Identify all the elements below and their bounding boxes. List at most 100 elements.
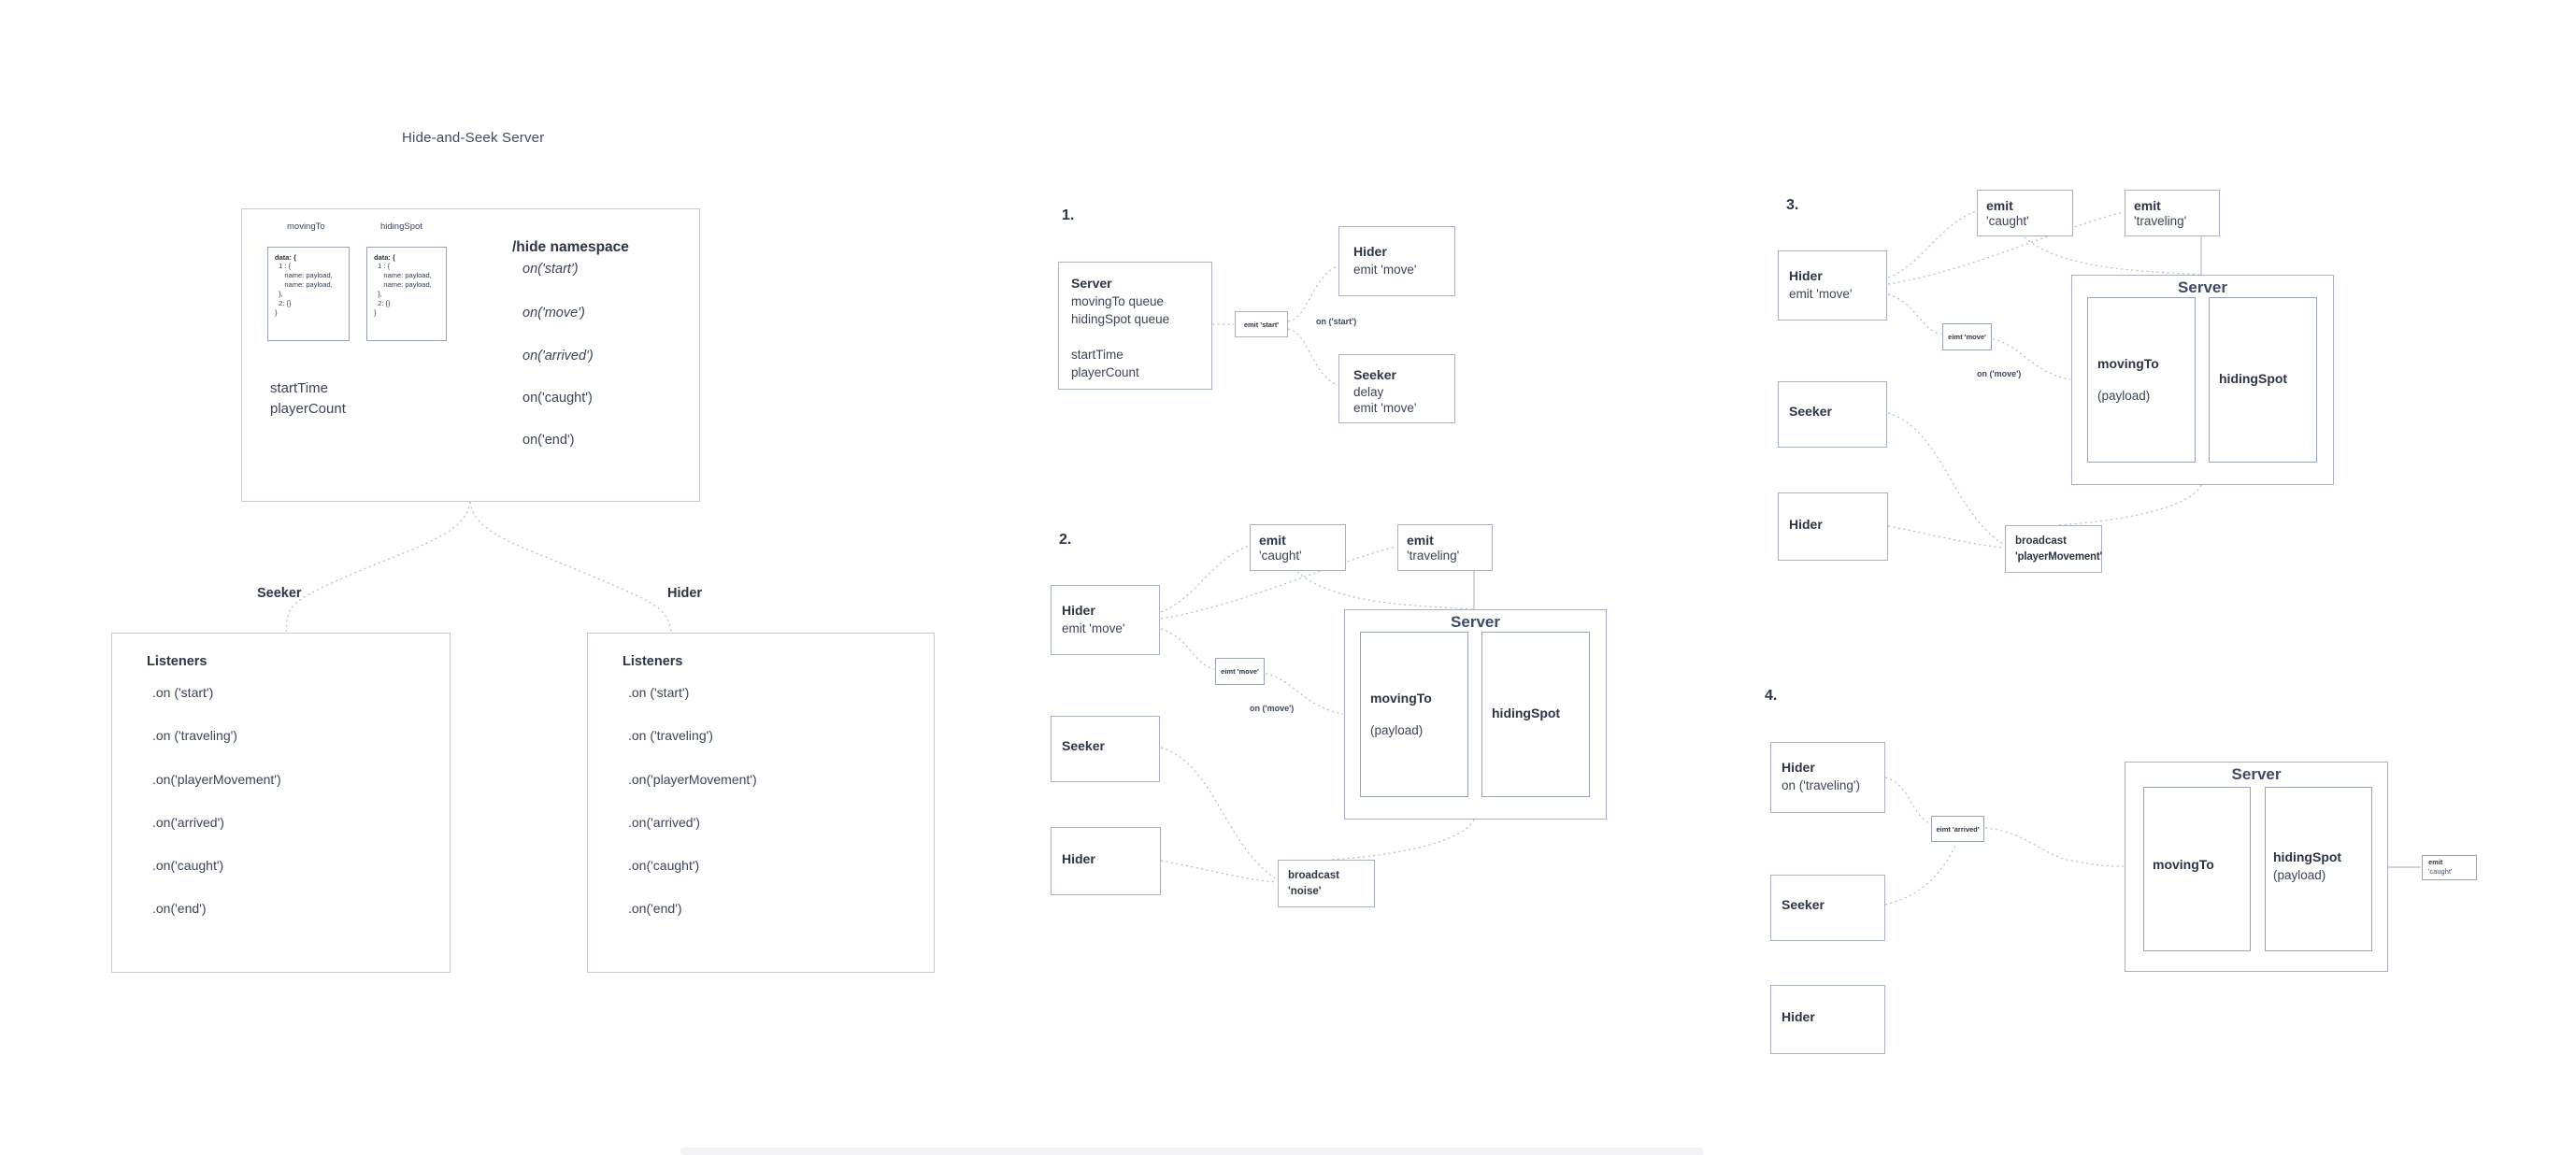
s4-movingto-label: movingTo bbox=[2153, 857, 2214, 872]
s2-hider2-title: Hider bbox=[1062, 851, 1095, 866]
namespace-item-move: on('move') bbox=[522, 306, 585, 321]
seeker-listener-caught: .on('caught') bbox=[152, 858, 224, 873]
s2-hidingspot-label: hidingSpot bbox=[1492, 706, 1561, 720]
s1-seeker-line-2: emit 'move' bbox=[1353, 401, 1417, 415]
s1-on-start-label: on ('start') bbox=[1316, 317, 1357, 326]
s3-hider-title: Hider bbox=[1789, 268, 1823, 283]
connector-s3-hider2-broadcast bbox=[1887, 525, 2005, 549]
s4-hidingspot-column: hidingSpot (payload) bbox=[2265, 787, 2372, 951]
seeker-role-label: Seeker bbox=[257, 586, 302, 601]
hider-listener-start: .on ('start') bbox=[628, 685, 690, 700]
s3-hider-line: emit 'move' bbox=[1789, 287, 1853, 301]
hidingspot-data-head: data: { bbox=[374, 253, 395, 262]
s2-server-title: Server bbox=[1451, 613, 1500, 631]
s3-hidingspot-label: hidingSpot bbox=[2219, 371, 2288, 386]
s3-seeker-node: Seeker bbox=[1778, 381, 1887, 448]
s4-emit-caught-box: emit 'caught' bbox=[2422, 855, 2477, 880]
s3-payload-label: (payload) bbox=[2097, 389, 2151, 403]
s1-hider-title: Hider bbox=[1353, 244, 1387, 259]
s4-hider2-node: Hider bbox=[1770, 985, 1885, 1054]
seeker-listener-start: .on ('start') bbox=[152, 685, 214, 700]
s2-seeker-node: Seeker bbox=[1051, 716, 1160, 782]
s4-payload-label: (payload) bbox=[2273, 868, 2326, 882]
connector-s4-emitarrived-server bbox=[1984, 827, 2125, 867]
s1-hider-node: Hider emit 'move' bbox=[1338, 226, 1455, 296]
seeker-listener-arrived: .on('arrived') bbox=[152, 815, 224, 830]
s3-emit-caught-head: emit bbox=[1986, 198, 2013, 213]
s3-broadcast-playermovement-box: broadcast 'playerMovement' bbox=[2005, 525, 2102, 573]
s2-emit-traveling-head: emit bbox=[1407, 533, 1434, 548]
connector-s4-seeker-emitarrived bbox=[1884, 842, 1957, 905]
connector-s3-server-broadcast bbox=[2055, 484, 2202, 526]
seeker-listener-end: .on('end') bbox=[152, 901, 207, 916]
s2-broadcast-noise-box: broadcast 'noise' bbox=[1278, 860, 1375, 907]
s2-emit-traveling-val: 'traveling' bbox=[1407, 549, 1460, 563]
connector-s3-hider-caught bbox=[1887, 210, 1977, 278]
playercount-field: playerCount bbox=[270, 401, 346, 417]
s4-seeker-node: Seeker bbox=[1770, 875, 1885, 941]
connector-s2-hider2-broadcast bbox=[1160, 860, 1278, 883]
s3-broadcast-val: 'playerMovement' bbox=[2015, 551, 2103, 563]
hider-listener-end: .on('end') bbox=[628, 901, 682, 916]
s4-movingto-column: movingTo bbox=[2143, 787, 2251, 951]
s2-seeker-title: Seeker bbox=[1062, 738, 1105, 753]
s2-hider2-node: Hider bbox=[1051, 827, 1161, 895]
s3-server-node: Server movingTo (payload) hidingSpot bbox=[2071, 275, 2334, 485]
s1-hider-line: emit 'move' bbox=[1353, 263, 1417, 277]
s3-emit-traveling-val: 'traveling' bbox=[2134, 214, 2187, 228]
s3-movingto-label: movingTo bbox=[2097, 356, 2159, 371]
hider-listener-traveling: .on ('traveling') bbox=[628, 728, 713, 743]
s1-seeker-line-1: delay bbox=[1353, 385, 1384, 399]
s2-hider-line: emit 'move' bbox=[1062, 621, 1125, 635]
s4-seeker-title: Seeker bbox=[1782, 897, 1825, 912]
s2-emit-traveling-box: emit 'traveling' bbox=[1397, 524, 1493, 571]
movingto-data-body: 1 : { name: payload, name: payload, }, 2… bbox=[275, 262, 333, 317]
section-2-number: 2. bbox=[1059, 532, 1072, 548]
s2-hider-node: Hider emit 'move' bbox=[1051, 585, 1160, 655]
movingto-data-box: data: { 1 : { name: payload, name: paylo… bbox=[267, 247, 350, 341]
s3-emit-traveling-box: emit 'traveling' bbox=[2125, 190, 2220, 236]
seeker-listener-traveling: .on ('traveling') bbox=[152, 728, 237, 743]
s4-emit-caught-head: emit bbox=[2428, 858, 2443, 866]
hidingspot-data-box: data: { 1 : { name: payload, name: paylo… bbox=[366, 247, 447, 341]
connector-s2-server-broadcast bbox=[1328, 819, 1475, 861]
seeker-listeners-box: Listeners .on ('start') .on ('traveling'… bbox=[111, 633, 451, 973]
section-1-number: 1. bbox=[1062, 207, 1075, 223]
s2-movingto-column: movingTo (payload) bbox=[1360, 632, 1468, 797]
s4-server-title: Server bbox=[2231, 765, 2282, 783]
connector-s3-hider-emitmove bbox=[1887, 293, 1942, 335]
s3-broadcast-head: broadcast bbox=[2015, 535, 2067, 547]
hidingspot-queue-label: hidingSpot bbox=[380, 221, 422, 232]
s3-seeker-title: Seeker bbox=[1789, 404, 1832, 419]
s3-hider2-title: Hider bbox=[1789, 517, 1823, 532]
diagram-title: Hide-and-Seek Server bbox=[402, 130, 545, 146]
s2-payload-label: (payload) bbox=[1370, 723, 1424, 737]
hider-role-label: Hider bbox=[667, 586, 703, 601]
seeker-listeners-heading: Listeners bbox=[147, 654, 208, 669]
connector-s2-hider-caught bbox=[1160, 545, 1250, 613]
hider-listeners-heading: Listeners bbox=[623, 654, 683, 669]
connector-s2-hider-emitmove bbox=[1160, 628, 1215, 670]
movingto-data-head: data: { bbox=[275, 253, 296, 262]
s2-on-move-label: on ('move') bbox=[1250, 704, 1295, 713]
horizontal-scrollbar[interactable] bbox=[680, 1148, 1704, 1155]
s4-eimt-arrived-box: eimt 'arrived' bbox=[1931, 816, 1984, 842]
connector-s3-seeker-broadcast bbox=[1887, 412, 2005, 546]
connector-s1-emit-hider bbox=[1287, 265, 1338, 322]
s1-server-line-2: hidingSpot queue bbox=[1071, 312, 1170, 326]
s2-emit-caught-box: emit 'caught' bbox=[1250, 524, 1346, 571]
s4-server-node: Server movingTo hidingSpot (payload) bbox=[2125, 762, 2388, 972]
s4-hider-node: Hider on ('traveling') bbox=[1770, 742, 1885, 813]
namespace-heading: /hide namespace bbox=[512, 239, 629, 255]
connector-s2-seeker-broadcast bbox=[1160, 747, 1278, 880]
s3-hider2-node: Hider bbox=[1778, 492, 1888, 561]
s1-seeker-node: Seeker delay emit 'move' bbox=[1338, 354, 1455, 423]
hider-listener-playermovement: .on('playerMovement') bbox=[628, 772, 757, 787]
s4-hider2-title: Hider bbox=[1782, 1009, 1815, 1024]
namespace-item-end: on('end') bbox=[522, 433, 575, 448]
hider-listener-arrived: .on('arrived') bbox=[628, 815, 700, 830]
s3-emit-traveling-head: emit bbox=[2134, 198, 2161, 213]
s3-hider-node: Hider emit 'move' bbox=[1778, 250, 1887, 321]
s1-server-line-1: movingTo queue bbox=[1071, 294, 1165, 308]
connector-server-to-seeker bbox=[285, 501, 471, 634]
